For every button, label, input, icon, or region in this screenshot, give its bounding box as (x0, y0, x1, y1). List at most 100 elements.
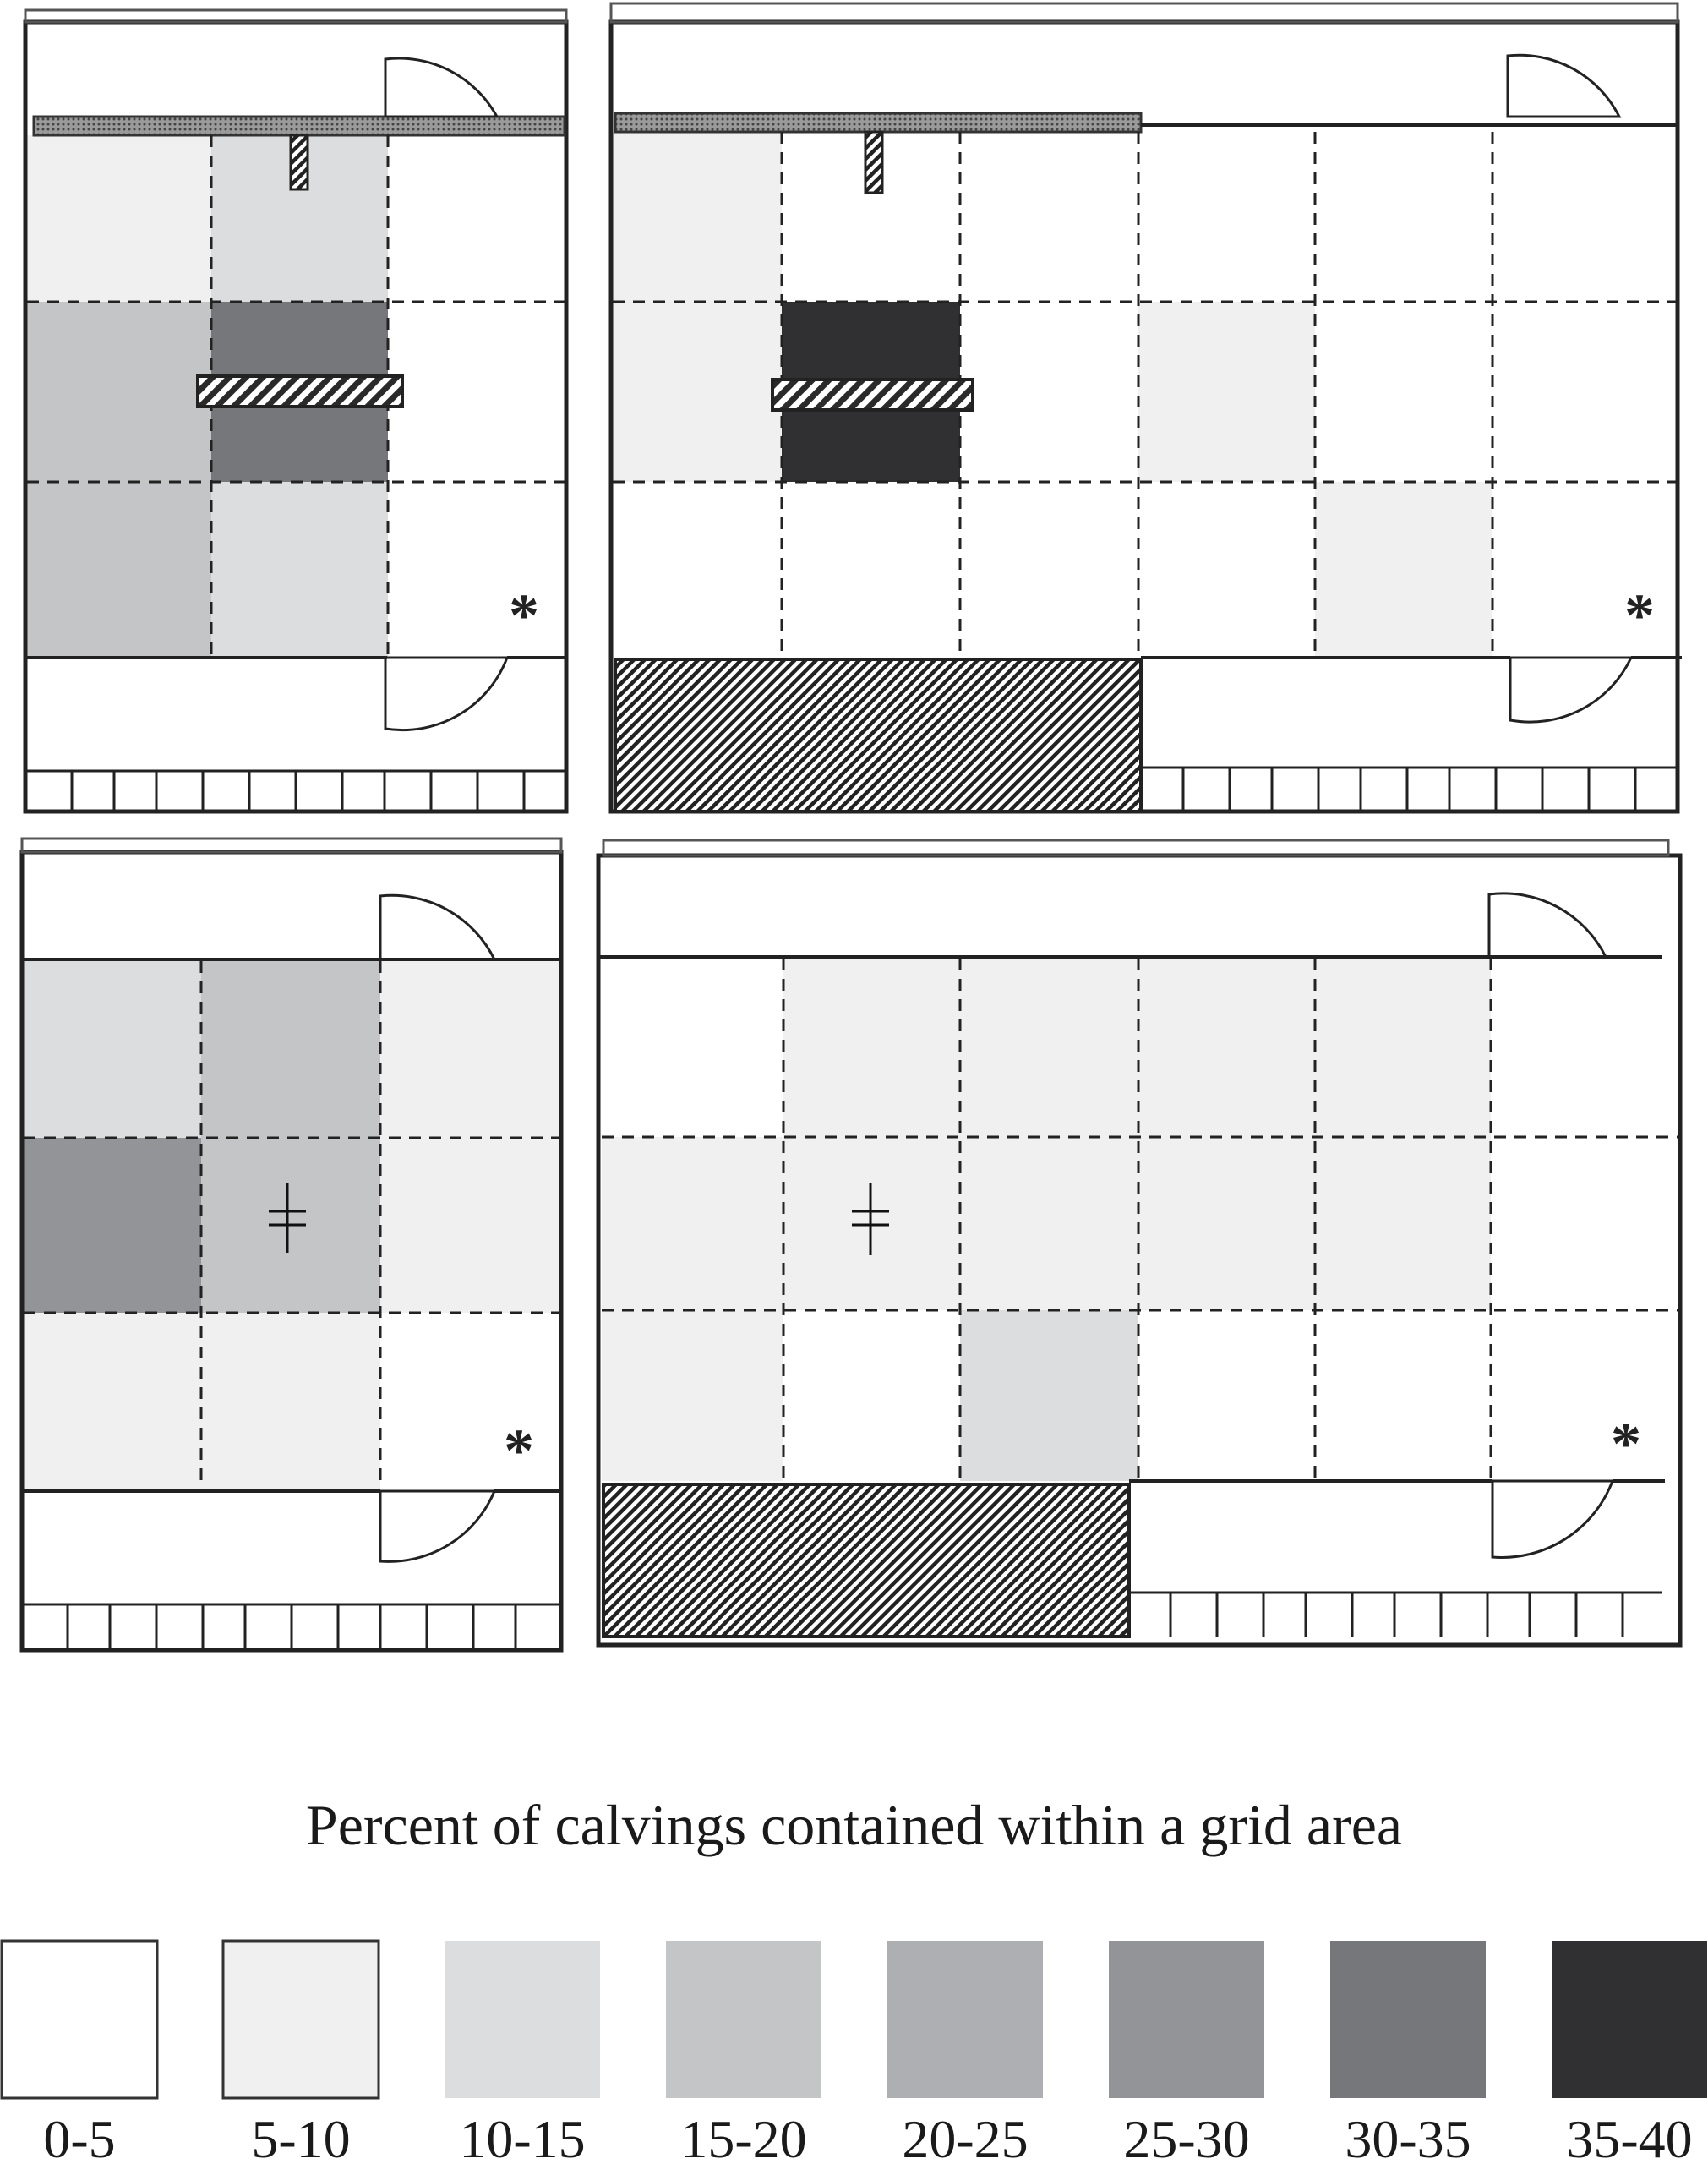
roof-edge (609, 2, 1679, 24)
feed-barrier (614, 112, 1143, 134)
grid-cell (27, 302, 211, 482)
pen-panel-bottom-right: * (596, 839, 1683, 1648)
legend-label: 0-5 (43, 2109, 115, 2164)
grid-cell (388, 302, 565, 482)
legend-label: 35-40 (1566, 2109, 1692, 2164)
cross-marker (852, 1183, 889, 1255)
grid-cell (1138, 1137, 1315, 1310)
grid-cell (27, 135, 211, 302)
water-trough-small (864, 130, 884, 194)
legend-title: Percent of calvings contained within a g… (305, 1793, 1403, 1857)
grid-cell (960, 1137, 1138, 1310)
cross-marker (269, 1183, 306, 1253)
grid-cell (1492, 302, 1678, 482)
grid-cell (388, 135, 565, 302)
grid-cell (380, 1313, 561, 1489)
grid-cell (27, 482, 211, 658)
grid-cell (1315, 959, 1491, 1137)
grid-dashed-lines (613, 132, 1678, 658)
grid-cell (1491, 959, 1678, 1137)
grid-cell (201, 1313, 380, 1489)
grid-dashed-lines (602, 959, 1678, 1481)
grid-cell (1138, 482, 1315, 658)
grid-cell (1138, 1310, 1315, 1481)
pen-panel-top-left: * (23, 8, 569, 814)
grid-cell (783, 959, 960, 1137)
grid-cell (1315, 482, 1492, 658)
grid-cell (783, 1310, 960, 1481)
door-swing-bottom (1509, 656, 1634, 724)
grid-cells (613, 132, 1678, 658)
grid-cells (602, 959, 1678, 1481)
legend-label: 15-20 (680, 2109, 806, 2164)
door-swing-bottom (1491, 1479, 1615, 1559)
door-swing-bottom (379, 1489, 497, 1563)
grid-cell (1491, 1310, 1678, 1481)
grid-cell (1492, 482, 1678, 658)
grid-cell (201, 961, 380, 1138)
grid-dashed-lines (24, 961, 561, 1489)
grid-cell (613, 132, 782, 302)
legend-swatch (1330, 1941, 1486, 2098)
bedded-area (614, 658, 1143, 813)
water-trough (771, 378, 974, 412)
grid-cell (613, 482, 782, 658)
door-swing-top (379, 893, 497, 961)
grid-cell (960, 959, 1138, 1137)
grid-cell (380, 961, 561, 1138)
legend-label: 30-35 (1345, 2109, 1471, 2164)
legend-label: 25-30 (1123, 2109, 1249, 2164)
pen-panel-top-right: * (608, 2, 1682, 814)
roof-edge (602, 839, 1670, 857)
legend-swatch (1109, 1941, 1264, 2098)
water-trough (196, 374, 404, 408)
legend-swatch (221, 1939, 380, 2100)
door-swing-top (1506, 53, 1622, 118)
door-swing-top (1487, 892, 1608, 959)
grid-cell (1315, 1137, 1491, 1310)
feed-barrier (32, 115, 566, 137)
slatted-floor (25, 769, 566, 812)
grid-cell (613, 302, 782, 482)
grid-cell (1492, 132, 1678, 302)
legend-label: 5-10 (251, 2109, 350, 2164)
pen-panel-bottom-left: * (19, 837, 564, 1653)
grid-cell (380, 1138, 561, 1313)
bedded-area (602, 1483, 1131, 1638)
grid-cell (1315, 302, 1492, 482)
legend-label: 20-25 (902, 2109, 1028, 2164)
grid-cells (24, 961, 561, 1489)
grid-cell (24, 961, 201, 1138)
slatted-floor (1141, 766, 1678, 812)
grid-cell (960, 302, 1138, 482)
grid-cell (602, 959, 783, 1137)
grid-cell (960, 482, 1138, 658)
legend-swatch (666, 1941, 821, 2098)
grid-cell (602, 1310, 783, 1481)
grid-cell (1491, 1137, 1678, 1310)
grid-cell (1315, 132, 1492, 302)
grid-cell (1138, 302, 1315, 482)
marker-asterisk: * (509, 582, 539, 649)
roof-edge (24, 8, 568, 24)
slatted-floor (22, 1603, 561, 1650)
grid-cell (211, 482, 388, 658)
legend-swatch (0, 1939, 159, 2100)
legend-label: 10-15 (459, 2109, 585, 2164)
door-swing-bottom (384, 656, 510, 732)
grid-cell (1138, 132, 1315, 302)
grid-cell (1138, 959, 1315, 1137)
slatted-floor (1129, 1591, 1662, 1637)
grid-cell (1315, 1310, 1491, 1481)
grid-dashed-lines (27, 135, 566, 658)
grid-cell (782, 482, 960, 658)
door-swing-top (384, 57, 499, 118)
grid-cell (24, 1138, 201, 1313)
grid-cell (960, 132, 1138, 302)
grid-cell (960, 1310, 1138, 1481)
legend-swatch (445, 1941, 600, 2098)
marker-asterisk: * (1624, 582, 1655, 649)
grid-cell (388, 482, 565, 658)
grid-cell (24, 1313, 201, 1489)
